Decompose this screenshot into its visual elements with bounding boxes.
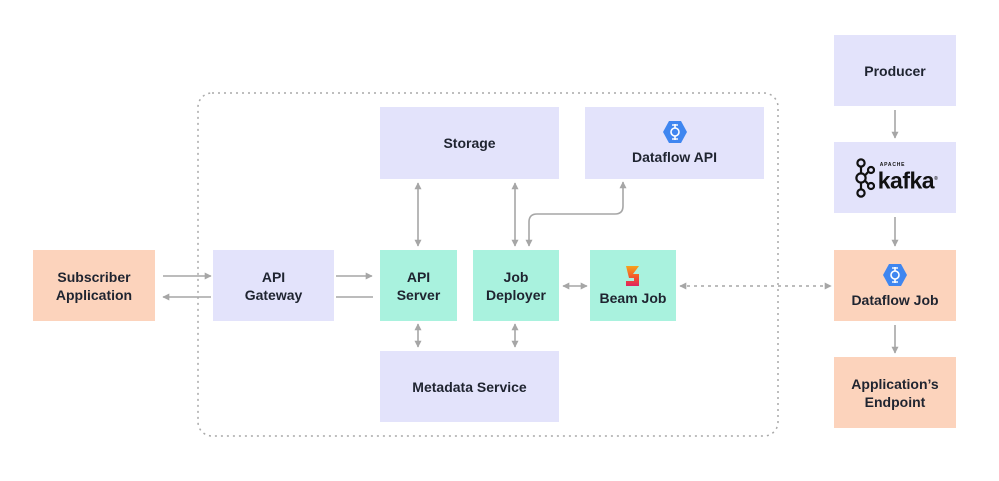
- beam-job-label: Beam Job: [599, 289, 667, 306]
- metadata-service-label: Metadata Service: [412, 378, 527, 395]
- arrow-jobdeployer-dataflowapi: [525, 181, 627, 247]
- dataflow-hexagon-icon: [883, 263, 907, 286]
- metadata-service-node: Metadata Service: [380, 351, 559, 422]
- api-server-label: API Server: [396, 268, 441, 303]
- subscriber-application-node: Subscriber Application: [33, 250, 155, 321]
- api-gateway-label: API Gateway: [244, 268, 303, 303]
- storage-node: Storage: [380, 107, 559, 179]
- producer-node: Producer: [834, 35, 956, 106]
- producer-label: Producer: [864, 62, 926, 79]
- dataflow-api-label: Dataflow API: [631, 149, 718, 165]
- beam-job-node: Beam Job: [590, 250, 676, 321]
- job-deployer-label: Job Deployer: [486, 268, 546, 303]
- kafka-apache-tag: APACHE: [879, 162, 906, 169]
- job-deployer-node: Job Deployer: [473, 250, 559, 321]
- system-boundary: [197, 92, 779, 437]
- kafka-node: APACHE kafka®: [834, 142, 956, 213]
- kafka-logo-icon: [855, 157, 875, 198]
- dataflow-api-node: Dataflow API: [585, 107, 764, 179]
- api-server-node: API Server: [380, 250, 457, 321]
- dataflow-hexagon-icon: [662, 121, 687, 143]
- registered-mark-icon: ®: [934, 176, 938, 183]
- application-endpoint-label: Application’s Endpoint: [851, 375, 939, 410]
- kafka-label: kafka: [877, 167, 935, 194]
- storage-label: Storage: [443, 135, 496, 151]
- dataflow-job-node: Dataflow Job: [834, 250, 956, 321]
- apache-beam-logo-icon: [626, 265, 639, 286]
- dataflow-job-label: Dataflow Job: [851, 291, 939, 308]
- api-gateway-node: API Gateway: [213, 250, 334, 321]
- application-endpoint-node: Application’s Endpoint: [834, 357, 956, 428]
- subscriber-application-label: Subscriber Application: [55, 268, 133, 303]
